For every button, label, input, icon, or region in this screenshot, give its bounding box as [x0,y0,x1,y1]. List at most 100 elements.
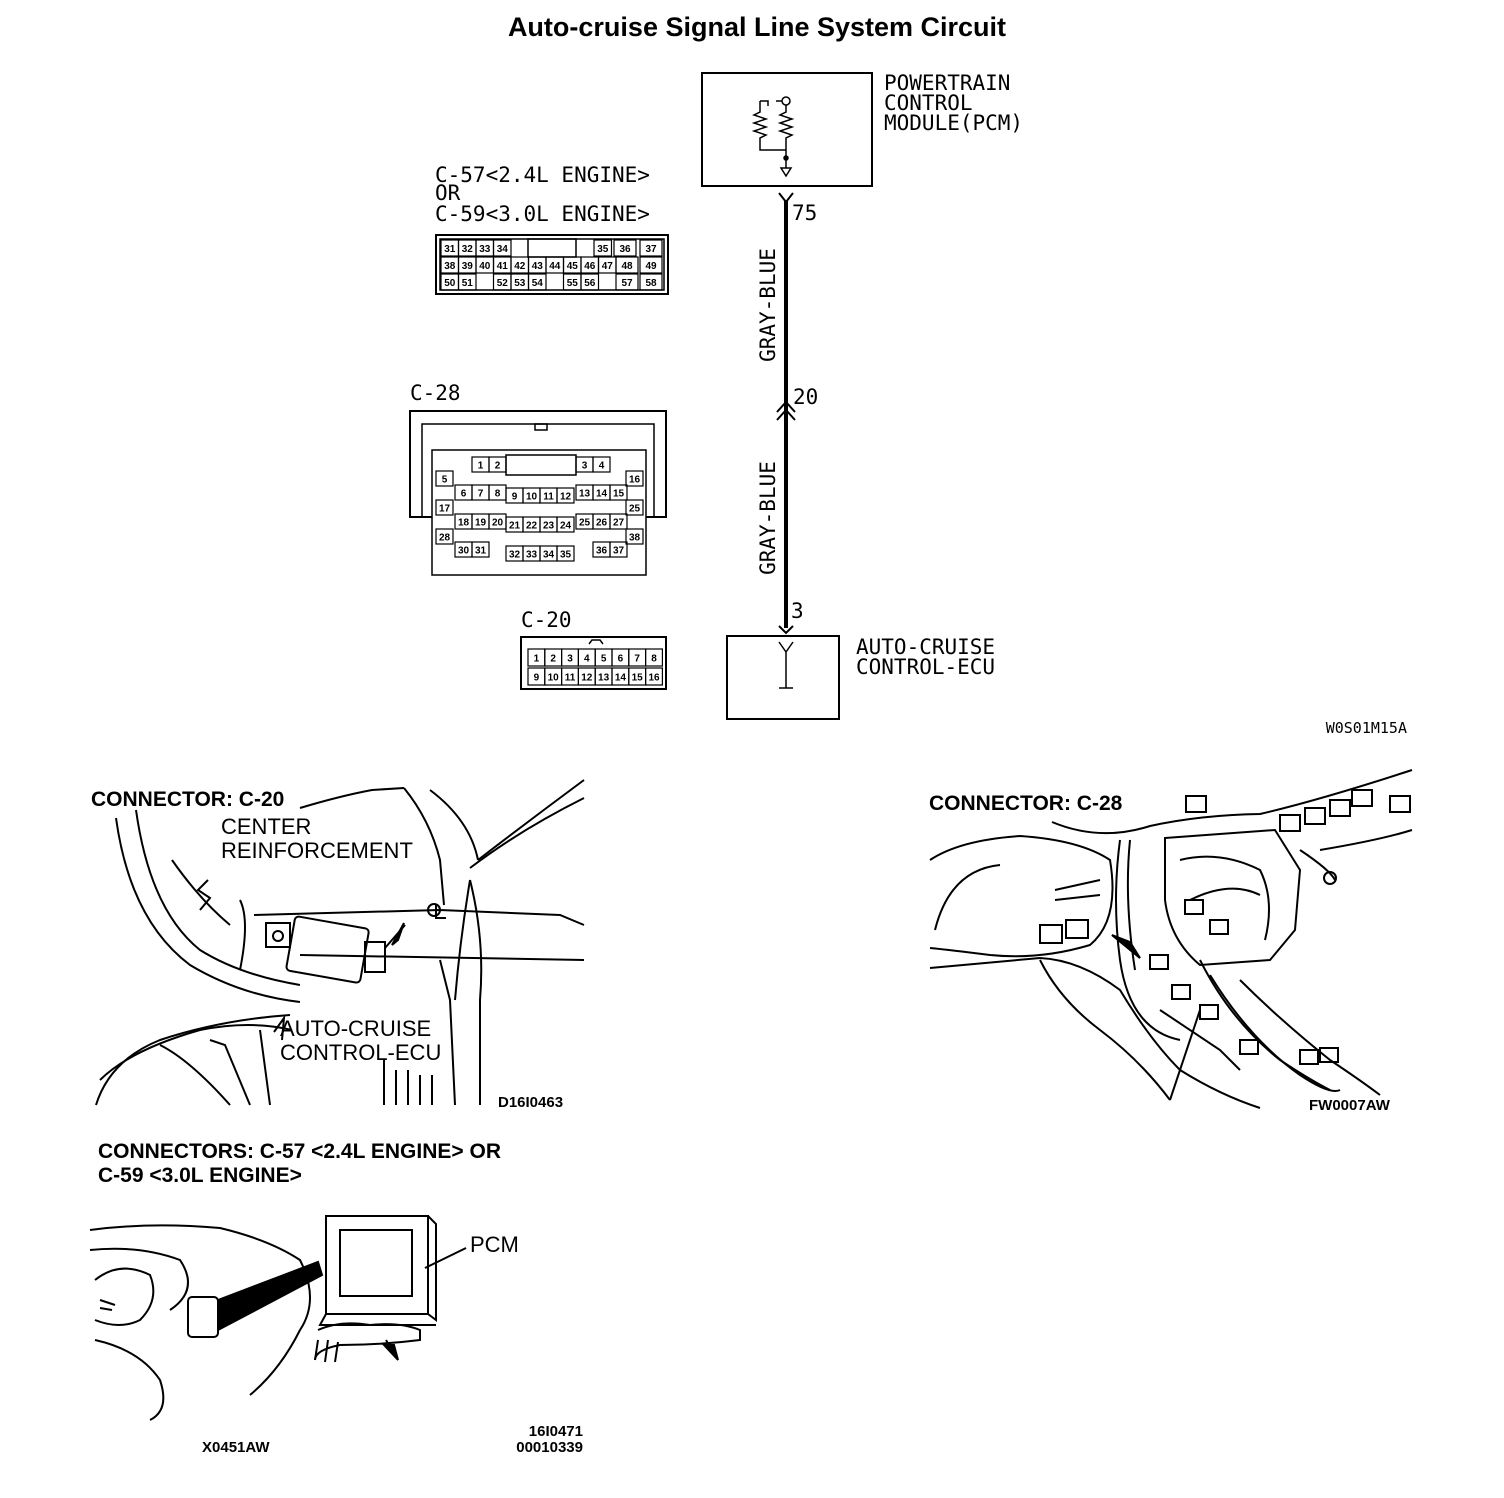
panel-pcm-label-pcm: PCM [470,1232,519,1257]
c28-pin-16-5: 16 [629,475,641,486]
c20-pin-1: 1 [534,654,540,665]
c28-pin-24-24-cell [556,516,575,533]
ecu-block: AUTO-CRUISE CONTROL-ECU [726,635,995,720]
c28-pin-8-8: 8 [495,489,501,500]
c57-label-line1: C-57<2.4L ENGINE> [435,163,650,187]
panel-c20-label-ecu-1: AUTO-CRUISE [280,1016,431,1041]
c20-pin-15: 15 [632,673,644,684]
c28-pin-37-37-cell [609,541,628,558]
c57-pin-32: 32 [462,244,474,255]
c57-pin-48-cell [615,256,639,274]
c28-pin-36-36: 36 [596,546,608,557]
pcm-internal-circuit [751,96,795,178]
c57-pin-56-cell [580,273,600,291]
c57-pin-48: 48 [621,261,633,272]
c20-connector-shell [520,636,667,690]
c28-pin-16-5-cell [625,470,644,487]
c57-pin-33: 33 [479,244,491,255]
c57-pin-46: 46 [584,261,596,272]
c28-pin-3-2: 3 [582,461,588,472]
c20-pin-16: 16 [648,673,660,684]
c57-pin-41: 41 [497,261,509,272]
c28-pin-2-1: 2 [495,461,501,472]
c28-pin-26-26: 26 [596,518,608,529]
panel-c20-label-ecu-2: CONTROL-ECU [280,1040,441,1065]
c28-pin-13-13: 13 [579,489,591,500]
c57-pin-51-cell [457,273,477,291]
c20-pin-6: 6 [618,654,624,665]
pin-20-label: 20 [793,385,818,409]
connector-c57-block: C-57<2.4L ENGINE> OR C-59<3.0L ENGINE> 3… [435,163,669,295]
c28-pin-4-3: 4 [599,461,605,472]
panel-c20-label-center-1: CENTER [221,814,311,839]
c28-pin-18-18: 18 [458,518,470,529]
c28-pin-5-4: 5 [442,475,448,486]
panel-c20-label-center-2: REINFORCEMENT [221,838,413,863]
c57-pin-45: 45 [567,261,579,272]
ecu-internal-terminal [778,641,794,689]
c57-pin-52: 52 [497,278,509,289]
panel-c20-code: D16I0463 [498,1094,563,1111]
c57-pin-43: 43 [532,261,544,272]
c57-pin-49: 49 [645,261,657,272]
c20-pin-13: 13 [598,673,610,684]
c57-pin-40: 40 [479,261,491,272]
c28-pin-15-15: 15 [613,489,625,500]
pin-3-terminal [778,625,794,635]
diagram-code: W0S01M15A [1326,719,1407,737]
c20-pin-3: 3 [567,654,573,665]
c28-pin-31-31-cell [471,541,490,558]
c57-pin-54: 54 [532,278,544,289]
c57-pin-58-cell [639,273,663,291]
c57-connector-shell [435,234,669,295]
pcm-box [701,72,873,187]
panel-pcm-header-1: CONNECTORS: C-57 <2.4L ENGINE> OR [98,1140,501,1163]
c57-pin-47: 47 [602,261,614,272]
c57-pin-39: 39 [462,261,474,272]
ecu-box [726,635,840,720]
c20-pin-2: 2 [550,654,556,665]
c28-pin-24-24: 24 [560,521,572,532]
c28-pin-12-12: 12 [560,492,572,503]
c57-pin-51: 51 [462,278,474,289]
c28-pin-19-19: 19 [475,518,487,529]
c28-pin-5-4-cell [435,470,454,487]
c28-pin-30-30: 30 [458,546,470,557]
panel-c28-location: CONNECTOR: C-28 [929,769,1413,1114]
c28-pin-7-7: 7 [478,489,484,500]
ecu-label-line2: CONTROL-ECU [856,655,995,679]
c28-pin-15-15-cell [609,484,628,501]
c57-pin-58: 58 [645,278,657,289]
pcm-label-line2: CONTROL [884,91,973,115]
c57-pin-49-cell [639,256,663,274]
c28-pin-10-10: 10 [526,492,538,503]
c28-pin-21-21: 21 [509,521,521,532]
c57-pin-34-cell [492,239,512,257]
panel-pcm-location: CONNECTORS: C-57 <2.4L ENGINE> OR C-59 <… [89,1140,583,1456]
c28-pin-35-35: 35 [560,550,572,561]
c28-pin-28-28: 28 [439,533,451,544]
c28-pin-17-16: 17 [439,504,451,515]
panel-c20-location: CONNECTOR: C-20 [91,779,585,1111]
panel-pcm-code-right-1: 16I0471 [529,1423,583,1440]
signal-wire: 75 20 3 GRAY-BLUE GRAY-BLUE [756,192,818,635]
wire-color-lower: GRAY-BLUE [756,461,780,575]
joint-connector-20 [776,400,796,421]
c28-pin-23-23: 23 [543,521,555,532]
c28-pin-25-17-cell [625,499,644,516]
c20-pin-11: 11 [565,673,576,684]
c28-label: C-28 [410,381,461,405]
c57-key [527,238,577,258]
c57-pin-54-cell [527,273,547,291]
c28-pin-27-27-cell [609,513,628,530]
c28-pin-12-12-cell [556,487,575,504]
c57-pin-31: 31 [444,244,456,255]
c28-pin-1-0: 1 [478,461,484,472]
c28-pin-4-3-cell [592,456,611,473]
ecu-label-line1: AUTO-CRUISE [856,635,995,659]
c57-pin-44: 44 [549,261,561,272]
